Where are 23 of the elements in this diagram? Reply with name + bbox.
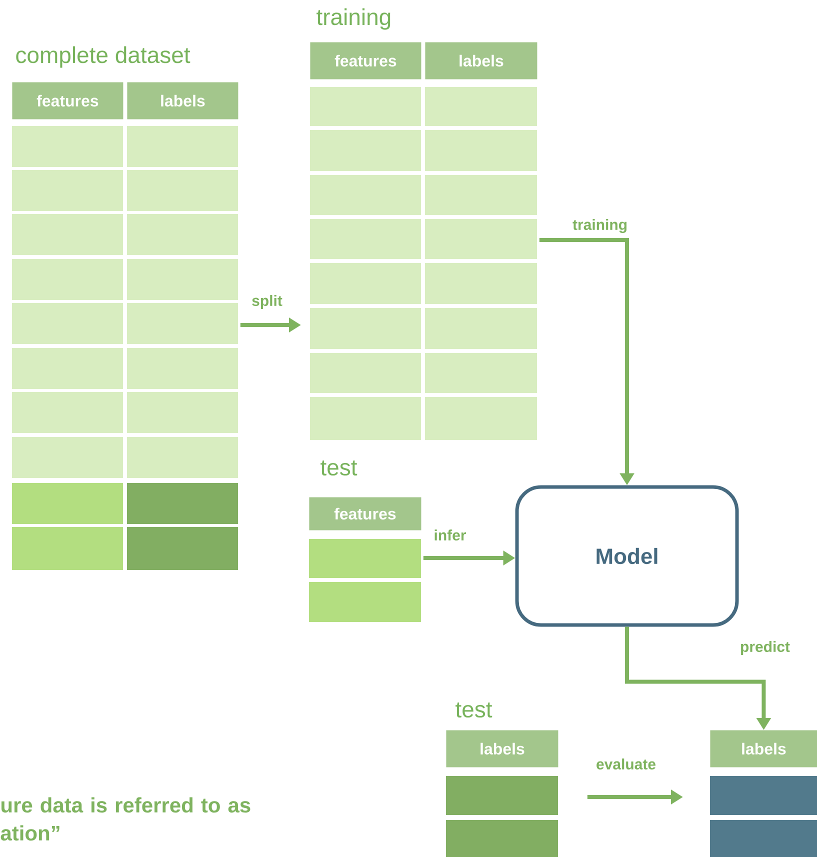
column-header: labels (425, 42, 538, 80)
edge-label: infer (432, 528, 468, 542)
table-title: complete dataset (16, 46, 190, 68)
data-table (310, 8, 538, 440)
data-table (446, 702, 558, 857)
data-table (12, 46, 238, 570)
column-header: labels (446, 730, 558, 768)
table-title: training (316, 8, 390, 30)
data-table (710, 730, 817, 857)
edge-label: training (572, 218, 628, 234)
column-header: features (12, 82, 124, 120)
column-header: labels (127, 82, 238, 120)
table-title: test (320, 460, 358, 476)
table-title: test (456, 702, 492, 718)
edge-label: split (250, 294, 284, 310)
note-text: ure data is referred to as ation” (0, 797, 250, 841)
edge-label: predict (739, 640, 791, 656)
column-header: features (309, 497, 422, 530)
data-table (309, 460, 422, 622)
column-header: features (310, 42, 422, 80)
column-header: labels (710, 730, 817, 768)
edge-label: evaluate (594, 758, 658, 771)
model-box: Model (515, 485, 739, 627)
